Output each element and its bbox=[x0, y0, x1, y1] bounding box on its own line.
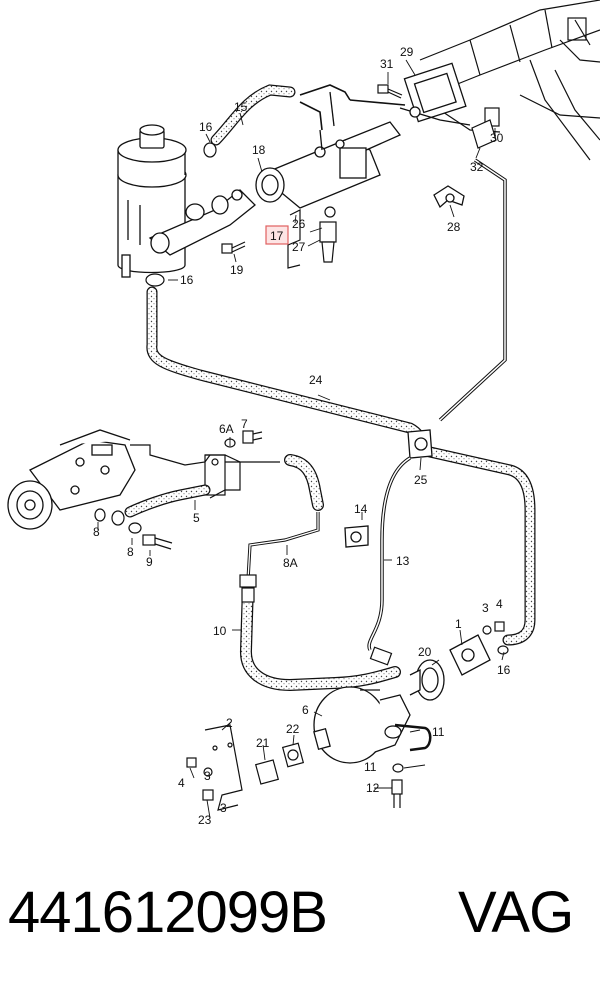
part-number: 441612099B bbox=[8, 880, 328, 945]
label-4b: 4 bbox=[178, 776, 185, 790]
label-4a: 4 bbox=[496, 597, 503, 611]
hydraulic-system-exploded-diagram: 29 31 15 16 30 18 32 26 28 17 27 19 16 2… bbox=[7, 0, 600, 827]
label-12: 12 bbox=[366, 781, 380, 795]
label-30: 30 bbox=[490, 131, 504, 145]
line-11 bbox=[394, 723, 432, 752]
label-13: 13 bbox=[396, 554, 410, 568]
label-27: 27 bbox=[292, 240, 306, 254]
hose-fitting-10 bbox=[239, 574, 257, 603]
label-3a: 3 bbox=[482, 601, 489, 615]
label-25: 25 bbox=[414, 473, 428, 487]
label-32: 32 bbox=[470, 160, 484, 174]
label-23: 23 bbox=[198, 813, 212, 827]
return-hose-lower bbox=[424, 446, 536, 646]
label-16a: 16 bbox=[199, 120, 213, 134]
label-1: 1 bbox=[455, 617, 462, 631]
label-8b: 8 bbox=[127, 545, 134, 559]
label-15: 15 bbox=[234, 100, 248, 114]
label-29: 29 bbox=[400, 45, 414, 59]
label-31: 31 bbox=[380, 57, 394, 71]
steering-gear bbox=[399, 62, 471, 126]
label-9: 9 bbox=[146, 555, 153, 569]
bracket-2 bbox=[204, 724, 243, 811]
label-16b: 16 bbox=[180, 273, 194, 287]
label-26: 26 bbox=[292, 217, 306, 231]
power-steering-pump bbox=[7, 429, 136, 530]
bracket-17 bbox=[287, 209, 301, 269]
bolt-9 bbox=[142, 534, 173, 550]
label-8a: 8 bbox=[93, 525, 100, 539]
label-19: 19 bbox=[230, 263, 244, 277]
part-labels: 29 31 15 16 30 18 32 26 28 17 27 19 16 2… bbox=[93, 45, 511, 827]
label-11b: 11 bbox=[364, 760, 377, 774]
clip-14 bbox=[344, 525, 369, 548]
label-20: 20 bbox=[418, 645, 432, 659]
label-21: 21 bbox=[256, 736, 270, 750]
label-18: 18 bbox=[252, 143, 266, 157]
label-7: 7 bbox=[241, 417, 248, 431]
fluid-reservoir bbox=[117, 124, 187, 278]
pump-bracket bbox=[130, 444, 280, 499]
pump-20 bbox=[409, 659, 445, 701]
label-11a: 11 bbox=[432, 725, 445, 739]
label-28: 28 bbox=[447, 220, 461, 234]
bolt-31 bbox=[377, 84, 403, 99]
pressure-switch bbox=[319, 206, 337, 263]
label-24: 24 bbox=[309, 373, 323, 387]
label-3c: 3 bbox=[220, 801, 227, 815]
clamp-28 bbox=[433, 185, 465, 209]
highlight-box-17 bbox=[265, 225, 289, 245]
label-2: 2 bbox=[226, 716, 233, 730]
label-14: 14 bbox=[354, 502, 368, 516]
label-17: 17 bbox=[270, 229, 284, 243]
label-6a: 6A bbox=[219, 422, 234, 436]
label-6: 6 bbox=[302, 703, 309, 717]
bushings-21-22 bbox=[254, 742, 305, 785]
banjo-fittings bbox=[94, 508, 142, 534]
label-10: 10 bbox=[213, 624, 227, 638]
label-22: 22 bbox=[286, 722, 300, 736]
hose-clip-16 bbox=[145, 142, 217, 287]
distribution-valve bbox=[148, 189, 256, 256]
callout-leaders bbox=[97, 59, 505, 819]
bracket-1 bbox=[449, 634, 491, 676]
label-16c: 16 bbox=[497, 663, 511, 677]
brake-master-cylinder bbox=[255, 91, 402, 209]
fitting-30 bbox=[471, 107, 500, 149]
label-8c: 8A bbox=[283, 556, 298, 570]
small-parts-left bbox=[186, 757, 214, 801]
label-3b: 3 bbox=[204, 769, 211, 783]
bolt-19 bbox=[221, 241, 246, 254]
nuts-washers-right bbox=[482, 621, 509, 655]
pressure-accumulator bbox=[313, 686, 411, 764]
brand-name: VAG bbox=[458, 880, 574, 945]
clip-25 bbox=[407, 429, 433, 459]
label-5: 5 bbox=[193, 511, 200, 525]
brake-lines-top bbox=[299, 84, 406, 131]
fittings-11-12 bbox=[369, 646, 404, 808]
